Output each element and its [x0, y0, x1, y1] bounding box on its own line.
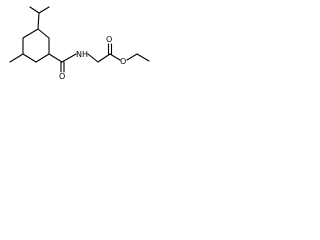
amide-nitrogen-label: NH — [76, 50, 88, 59]
carbonyl-to-nitrogen-bond — [61, 53, 77, 63]
isopropyl-right-methyl-bond — [38, 6, 50, 14]
isopropyl-left-methyl-bond — [29, 6, 40, 14]
molecule-svg: O NH O O — [9, 6, 150, 81]
ring-bond-3 — [22, 53, 37, 63]
ester-oxygen-to-ethyl-bond — [126, 53, 138, 61]
ring-bond-6 — [37, 28, 50, 39]
ester-carbonyl-oxygen-label: O — [106, 35, 112, 44]
ethyl-bond — [136, 53, 150, 62]
methylene-to-ester-carbonyl-bond — [97, 53, 111, 63]
ester-oxygen-label: O — [120, 57, 126, 66]
isopropyl-to-ring-bond — [37, 12, 40, 30]
ring-bond-1 — [22, 28, 39, 39]
chemical-structure-diagram: O NH O O — [0, 0, 161, 81]
ring-to-carbonyl-bond — [48, 53, 63, 63]
ester-carbonyl-to-oxygen-bond — [109, 53, 121, 61]
amide-oxygen-label: O — [59, 72, 65, 81]
ring-bond-4 — [35, 53, 50, 63]
nitrogen-to-methylene-bond — [87, 53, 99, 63]
ring-methyl-bond — [9, 53, 24, 63]
